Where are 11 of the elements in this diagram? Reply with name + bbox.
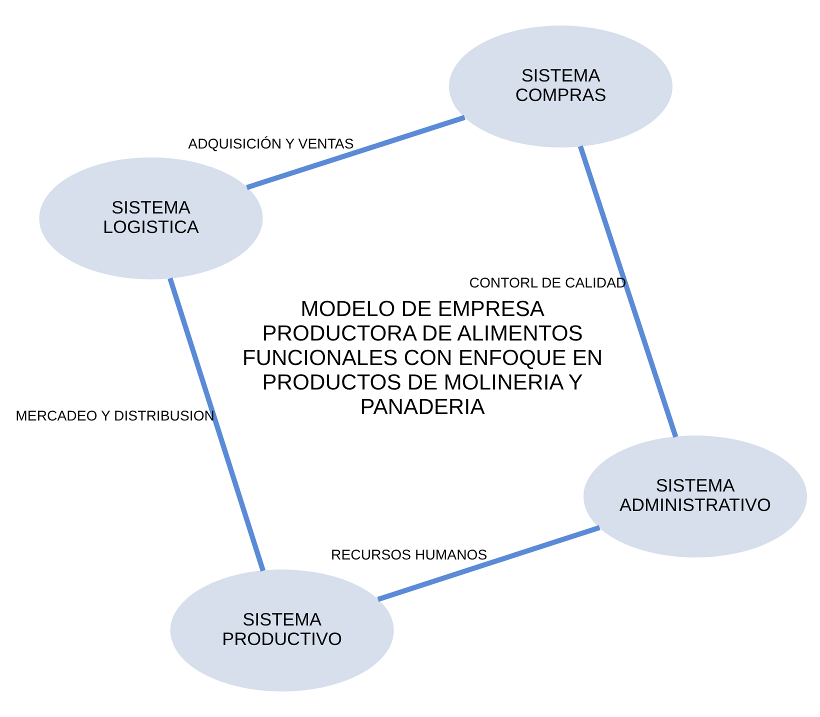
node-ellipse: SISTEMA COMPRAS (449, 26, 673, 148)
connector (578, 145, 678, 438)
edge-label: RECURSOS HUMANOS (331, 546, 488, 562)
node-ellipse: SISTEMA LOGISTICA (39, 157, 263, 280)
edge-label: ADQUISICIÓN Y VENTAS (188, 135, 354, 152)
connector (246, 115, 466, 190)
connector (377, 525, 600, 602)
node-ellipse: SISTEMA ADMINISTRATIVO (584, 435, 808, 558)
label: MODELO DE EMPRESA PRODUCTORA DE ALIMENTOS FUNCIONALES CON ENFOQUE EN PRODUCTOS DE MOLINERIA Y PANADERIA (242, 296, 603, 419)
connector (168, 278, 266, 572)
node-ellipse: SISTEMA PRODUCTIVO (170, 569, 394, 692)
